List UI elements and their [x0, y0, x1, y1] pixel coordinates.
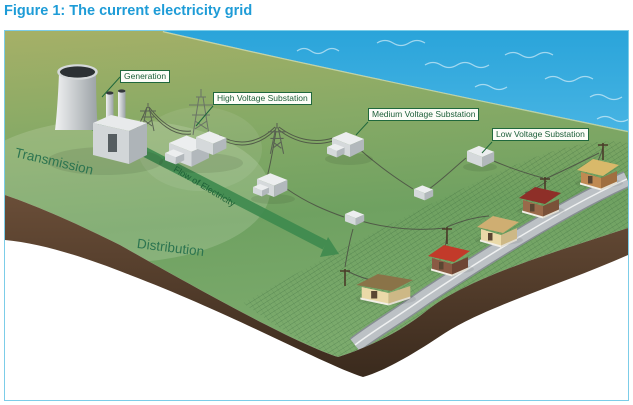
electricity-grid-figure: Generation High Voltage Substation Mediu…	[4, 30, 629, 401]
house-2	[517, 187, 565, 219]
water-waves	[296, 39, 628, 123]
house-4	[426, 245, 474, 277]
water	[163, 31, 628, 131]
plant-building	[93, 115, 147, 164]
power-plant	[47, 64, 163, 175]
figure-title: Figure 1: The current electricity grid	[4, 3, 253, 19]
callout-leader-lines	[101, 76, 493, 154]
smokestacks	[105, 89, 126, 125]
distribution-building	[251, 173, 295, 204]
house-1	[575, 159, 623, 191]
grid-scene-illustration	[5, 31, 628, 377]
substation-gantry	[189, 89, 213, 136]
medium-voltage-substation-building	[325, 132, 373, 165]
houses	[356, 159, 623, 306]
generation-label: Generation	[120, 70, 171, 83]
house-3	[475, 216, 523, 248]
road	[349, 171, 628, 352]
house-5	[356, 274, 416, 306]
low-voltage-substation-label: Low Voltage Substation	[492, 128, 589, 141]
high-voltage-substation-building	[159, 89, 243, 173]
soil-edge	[5, 195, 628, 377]
cooling-tower	[55, 64, 98, 130]
medium-voltage-substation-label: Medium Voltage Substation	[368, 108, 480, 121]
low-voltage-substation-box	[463, 145, 497, 172]
high-voltage-substation-label: High Voltage Substation	[213, 92, 312, 105]
